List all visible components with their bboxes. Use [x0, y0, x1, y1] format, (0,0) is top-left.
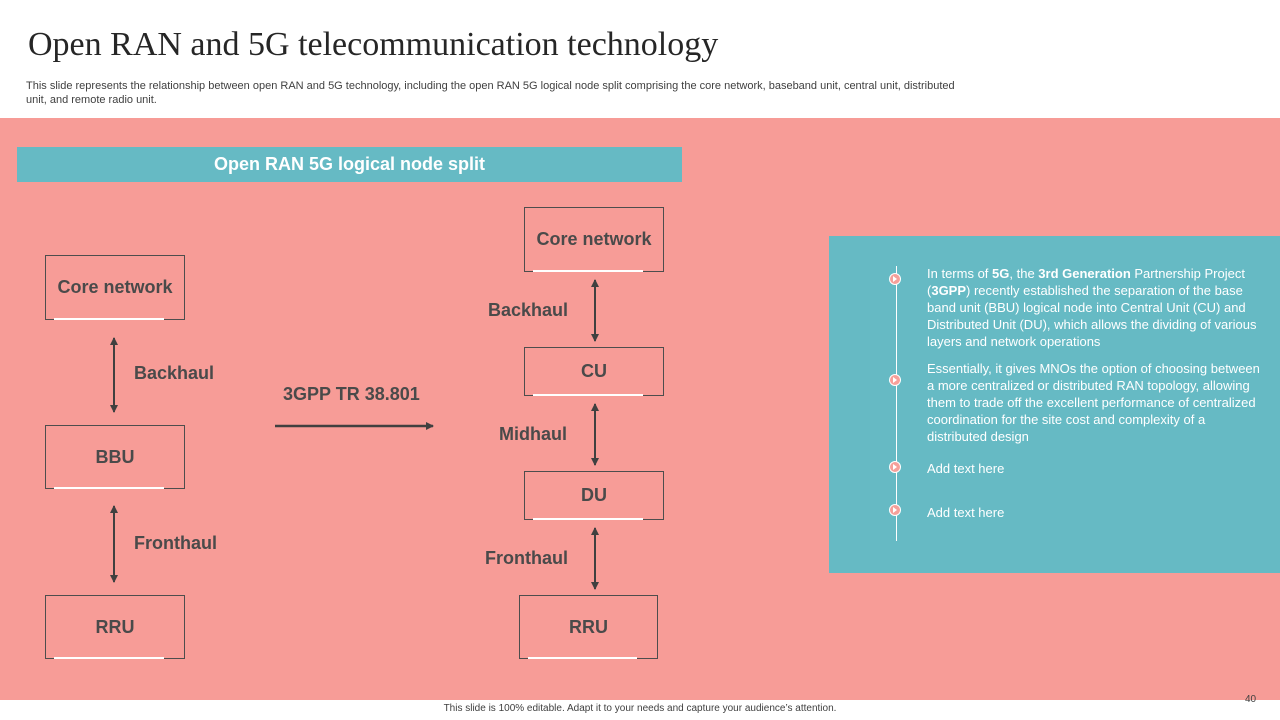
page-subtitle: This slide represents the relationship b…: [26, 80, 955, 106]
panel-paragraph-1: In terms of 5G, the 3rd Generation Partn…: [927, 265, 1267, 350]
chevron-bullet-icon: [889, 504, 901, 516]
panel-paragraph-4: Add text here: [927, 505, 1005, 520]
panel-paragraph-2: Essentially, it gives MNOs the option of…: [927, 361, 1260, 444]
text-run: Partnership Project (: [927, 266, 1245, 298]
timeline-line: [896, 266, 897, 541]
node-label: RRU: [95, 616, 135, 637]
midhaul-label: Midhaul: [499, 424, 567, 444]
info-panel: In terms of 5G, the 3rd Generation Partn…: [829, 236, 1280, 573]
right-fronthaul-label: Fronthaul: [485, 548, 568, 568]
right-rru-node: RRU: [519, 595, 658, 659]
node-label: Core network: [536, 229, 652, 249]
left-core-network-node: Core network: [45, 255, 185, 320]
node-label: Core network: [57, 277, 173, 297]
bold-run: 3rd Generation: [1038, 266, 1131, 281]
bold-run: 3GPP: [931, 283, 967, 298]
bbu-node: BBU: [45, 425, 185, 489]
transition-label: 3GPP TR 38.801: [283, 384, 420, 404]
text-run: ) recently established the separation of…: [927, 283, 1257, 349]
right-backhaul-label: Backhaul: [488, 300, 569, 320]
page-title: Open RAN and 5G telecommunication techno…: [28, 26, 719, 63]
page-number: 40: [1245, 694, 1257, 705]
text-run: In terms of: [927, 266, 993, 281]
chevron-bullet-icon: [889, 461, 901, 473]
split-header: Open RAN 5G logical node split: [17, 147, 682, 182]
node-label: RRU: [569, 616, 608, 637]
left-backhaul-label: Backhaul: [134, 363, 215, 383]
left-fronthaul-label: Fronthaul: [134, 533, 217, 553]
node-label: BBU: [95, 446, 135, 467]
right-core-network-node: Core network: [524, 207, 664, 272]
bold-run: 5G: [992, 266, 1010, 281]
text-run: , the: [1009, 266, 1039, 281]
du-node: DU: [524, 471, 664, 520]
cu-node: CU: [524, 347, 664, 396]
node-label: CU: [581, 361, 607, 381]
left-rru-node: RRU: [45, 595, 185, 659]
chevron-bullet-icon: [889, 374, 901, 386]
panel-paragraph-3: Add text here: [927, 461, 1005, 476]
footer-note: This slide is 100% editable. Adapt it to…: [443, 703, 837, 714]
node-label: DU: [581, 485, 607, 505]
chevron-bullet-icon: [889, 273, 901, 285]
